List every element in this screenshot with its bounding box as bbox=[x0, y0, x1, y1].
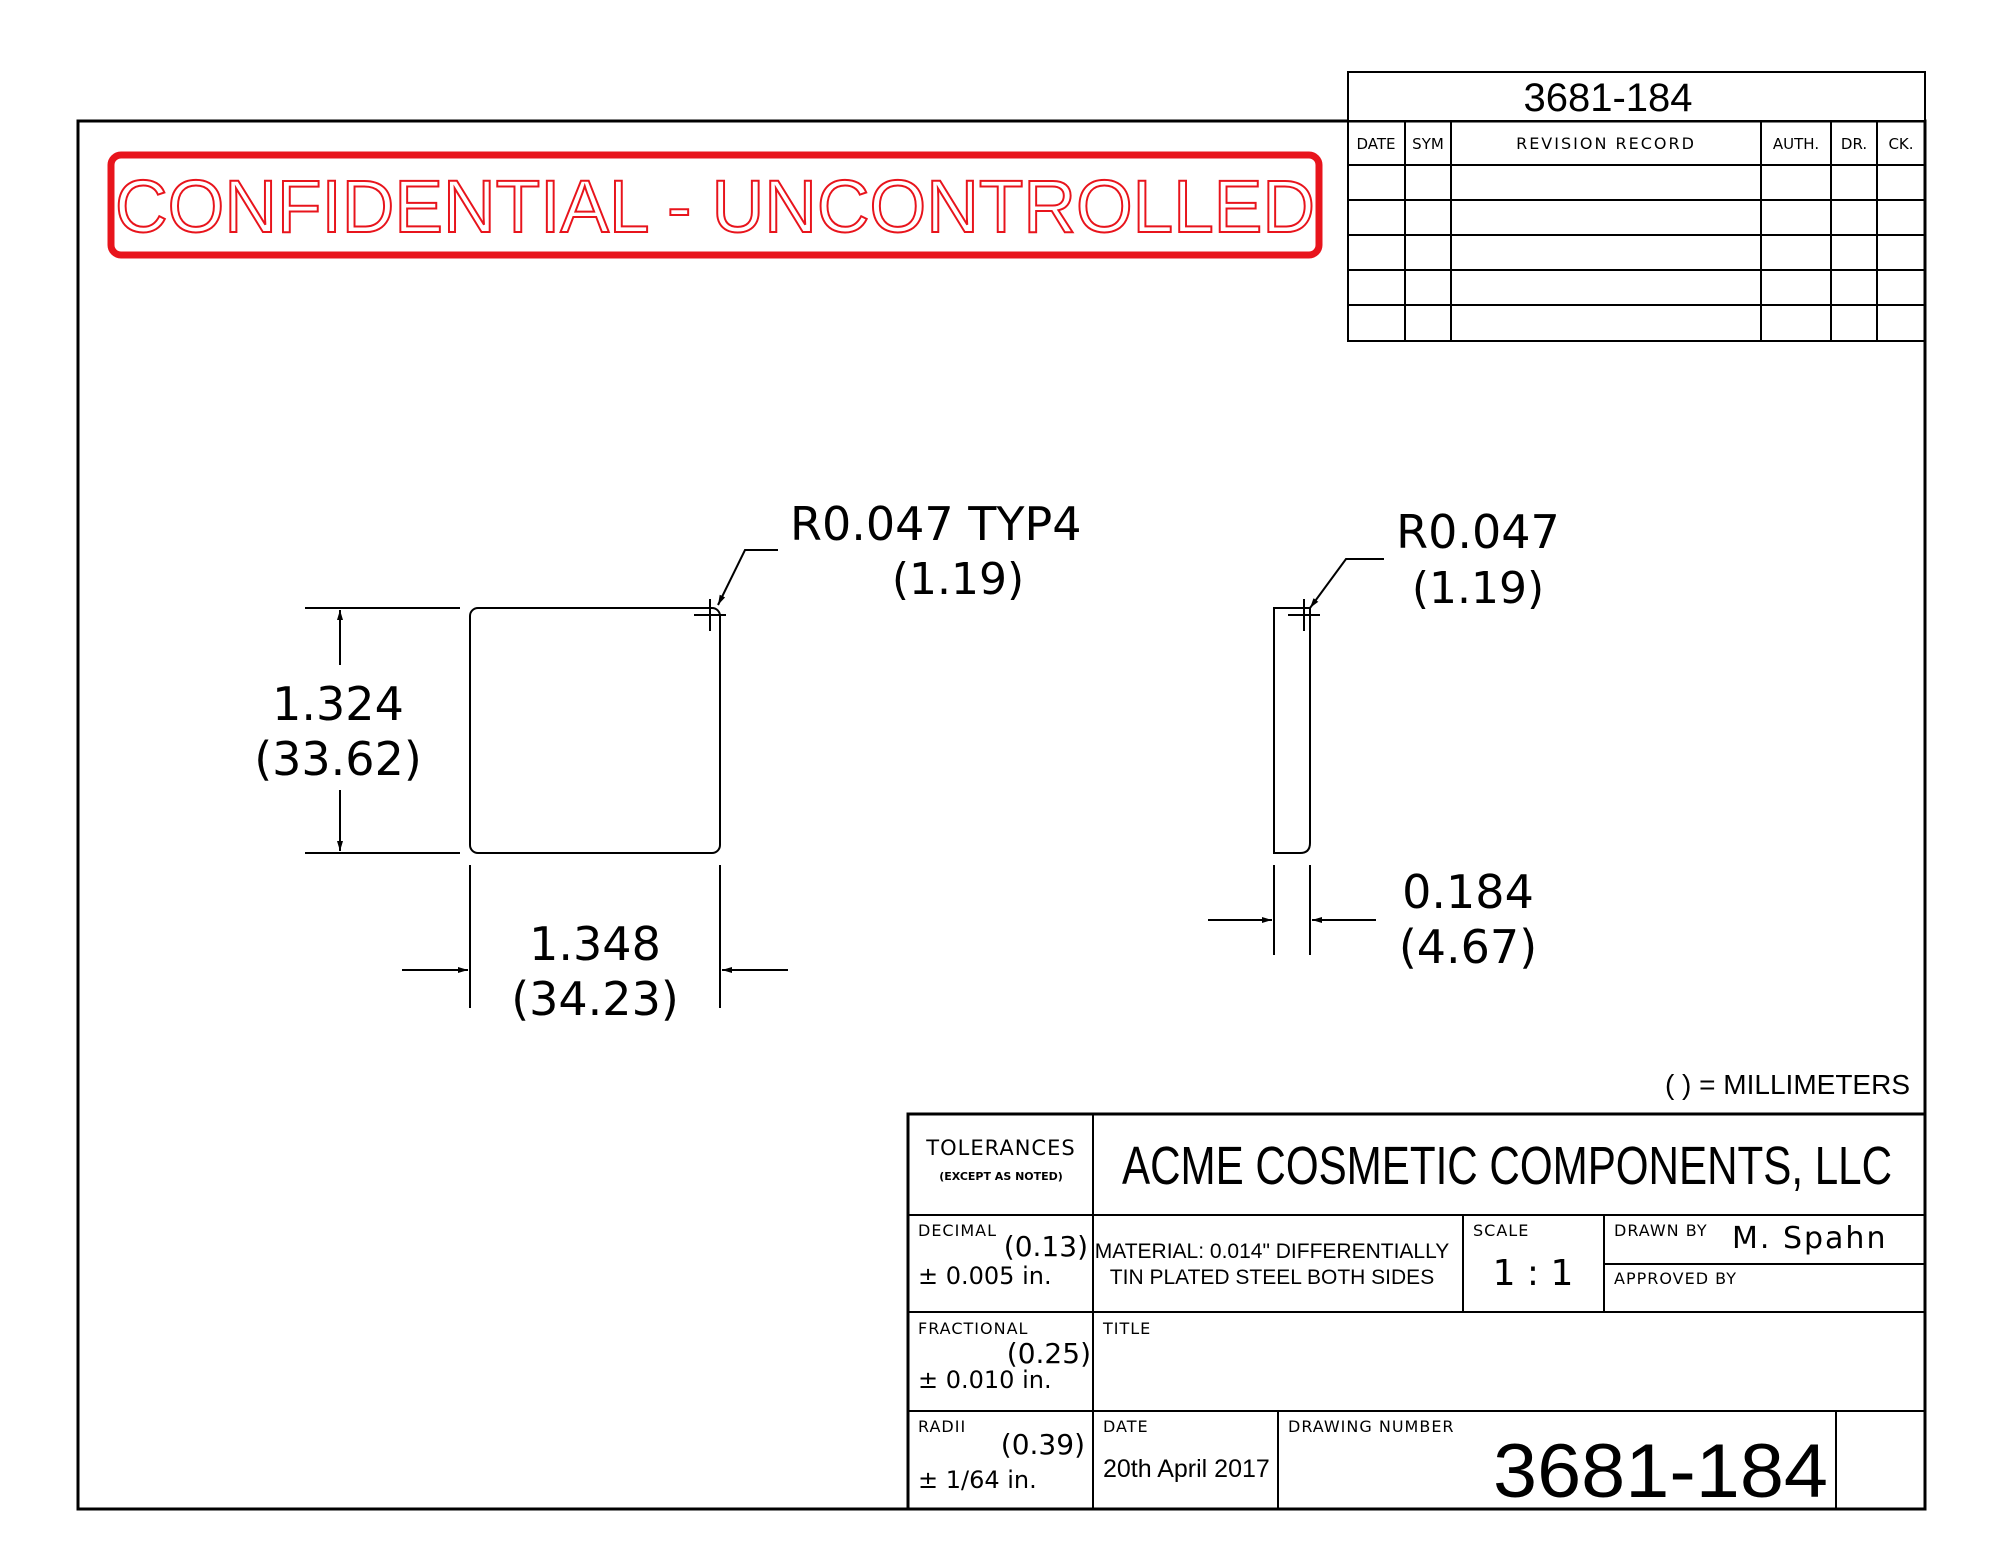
radii-label: RADII bbox=[918, 1417, 966, 1436]
fractional-label: FRACTIONAL bbox=[918, 1319, 1028, 1338]
company-name: ACME COSMETIC COMPONENTS, LLC bbox=[1122, 1136, 1892, 1196]
title-block-labels: TOLERANCES (EXCEPT AS NOTED) ACME COSMET… bbox=[918, 1136, 1892, 1514]
tolerances-sub: (EXCEPT AS NOTED) bbox=[939, 1170, 1063, 1183]
decimal-label: DECIMAL bbox=[918, 1221, 997, 1240]
side-radius-in: R0.047 bbox=[1396, 505, 1560, 559]
top-drawing-number: 3681-184 bbox=[1523, 76, 1692, 120]
front-width-mm: (34.23) bbox=[511, 972, 679, 1026]
tolerances-label: TOLERANCES bbox=[925, 1136, 1075, 1160]
confidential-stamp: CONFIDENTIAL - UNCONTROLLED bbox=[107, 151, 1323, 259]
confidential-text: CONFIDENTIAL - UNCONTROLLED bbox=[115, 165, 1315, 248]
drawn-by-value: M. Spahn bbox=[1732, 1221, 1887, 1256]
scale-value: 1 : 1 bbox=[1493, 1253, 1574, 1294]
front-radius-in: R0.047 TYP4 bbox=[790, 497, 1081, 551]
drawn-by-label: DRAWN BY bbox=[1614, 1221, 1708, 1240]
radii-in: ± 1/64 in. bbox=[918, 1466, 1037, 1494]
side-view-outline bbox=[1273, 607, 1311, 854]
title-block bbox=[906, 1112, 1927, 1511]
top-number-box: 3681-184 bbox=[1347, 71, 1926, 122]
scale-label: SCALE bbox=[1473, 1221, 1529, 1240]
radii-mm: (0.39) bbox=[1001, 1428, 1085, 1461]
decimal-in: ± 0.005 in. bbox=[918, 1262, 1052, 1290]
front-view bbox=[305, 549, 788, 1008]
rev-header-dr: DR. bbox=[1841, 135, 1867, 153]
side-view-labels: R0.047 (1.19) 0.184 (4.67) bbox=[1396, 505, 1560, 974]
rev-header-record: REVISION RECORD bbox=[1516, 134, 1696, 153]
front-height-mm: (33.62) bbox=[254, 732, 422, 786]
revision-table bbox=[1347, 120, 1926, 342]
rev-header-auth: AUTH. bbox=[1773, 135, 1819, 153]
front-radius-mm: (1.19) bbox=[892, 554, 1024, 605]
drawing-number-label: DRAWING NUMBER bbox=[1288, 1417, 1455, 1436]
rev-header-date: DATE bbox=[1356, 135, 1395, 153]
rev-header-sym: SYM bbox=[1412, 135, 1444, 153]
material-line1: MATERIAL: 0.014" DIFFERENTIALLY bbox=[1095, 1240, 1449, 1263]
side-thickness-mm: (4.67) bbox=[1399, 920, 1537, 974]
rev-header-ck: CK. bbox=[1888, 135, 1913, 153]
date-value: 20th April 2017 bbox=[1103, 1455, 1270, 1483]
fractional-mm: (0.25) bbox=[1007, 1337, 1091, 1370]
revision-headers: DATE SYM REVISION RECORD AUTH. DR. CK. bbox=[1356, 134, 1913, 153]
side-radius-mm: (1.19) bbox=[1412, 563, 1544, 614]
material-line2: TIN PLATED STEEL BOTH SIDES bbox=[1110, 1266, 1434, 1289]
drawing-number: 3681-184 bbox=[1493, 1429, 1828, 1514]
front-height-in: 1.324 bbox=[272, 677, 404, 731]
side-thickness-in: 0.184 bbox=[1402, 865, 1534, 919]
date-label: DATE bbox=[1103, 1417, 1149, 1436]
front-view-outline bbox=[469, 607, 721, 854]
units-note: ( ) = MILLIMETERS bbox=[1665, 1069, 1910, 1100]
title-label: TITLE bbox=[1102, 1319, 1151, 1338]
fractional-in: ± 0.010 in. bbox=[918, 1366, 1052, 1394]
decimal-mm: (0.13) bbox=[1004, 1230, 1088, 1263]
front-view-labels: R0.047 TYP4 (1.19) 1.324 (33.62) 1.348 (… bbox=[254, 497, 1081, 1026]
front-width-in: 1.348 bbox=[529, 917, 661, 971]
drawing-border bbox=[76, 119, 1927, 1511]
side-view bbox=[1208, 558, 1384, 955]
approved-by-label: APPROVED BY bbox=[1614, 1269, 1737, 1288]
